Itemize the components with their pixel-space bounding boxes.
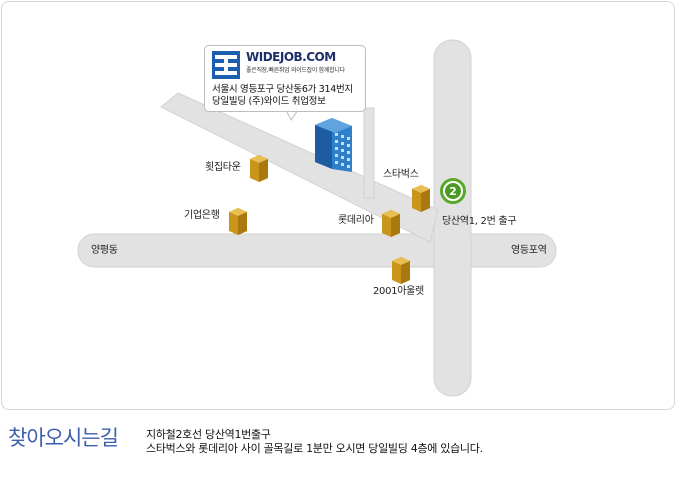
brand-tagline: 좋은직장,빠른취업 와이드잡이 함께합니다 bbox=[246, 67, 345, 74]
road-alley bbox=[363, 107, 375, 199]
station-line-number: 2 bbox=[449, 185, 457, 198]
address-line-2: 당일빌딩 (주)와이드 취업정보 bbox=[212, 96, 326, 107]
map-panel: 2 WIDEJOB.COM 좋은직장,빠른취업 와이드잡이 함께합니다 서울시 … bbox=[1, 1, 675, 410]
brand-name: WIDEJOB.COM bbox=[246, 50, 336, 64]
company-callout: WIDEJOB.COM 좋은직장,빠른취업 와이드잡이 함께합니다 서울시 영등… bbox=[204, 45, 366, 112]
building-icon bbox=[315, 118, 352, 172]
widejob-logo-icon bbox=[212, 51, 240, 79]
map-canvas: 2 bbox=[77, 39, 557, 397]
landmark-marker-icon bbox=[412, 185, 430, 212]
label-yeongdeungpo-station: 영등포역 bbox=[511, 245, 547, 256]
directions-title: 찾아오시는길 bbox=[8, 426, 119, 450]
landmark-marker-icon bbox=[250, 155, 268, 182]
road-horizontal bbox=[77, 233, 557, 268]
subway-line2-icon bbox=[440, 178, 466, 204]
label-ibk-bank: 기업은행 bbox=[184, 210, 220, 221]
directions-line-2: 스타벅스와 롯데리아 사이 골목길로 1분만 오시면 당일빌딩 4층에 있습니다… bbox=[146, 442, 483, 455]
address-line-1: 서울시 영등포구 당산동6가 314번지 bbox=[212, 84, 353, 95]
label-yangpyeong-dong: 양평동 bbox=[91, 245, 118, 256]
label-lotteria: 롯데리아 bbox=[338, 215, 374, 226]
label-hoetjip-town: 횟집타운 bbox=[205, 162, 241, 173]
landmark-marker-icon bbox=[392, 257, 410, 284]
road-diagonal bbox=[160, 92, 439, 243]
label-station-exit: 당산역1, 2번 출구 bbox=[442, 216, 517, 227]
landmark-marker-icon bbox=[382, 210, 400, 237]
label-starbucks: 스타벅스 bbox=[383, 169, 419, 180]
landmark-marker-icon bbox=[229, 208, 247, 235]
label-2001-outlet: 2001아울렛 bbox=[373, 286, 424, 297]
directions-line-1: 지하철2호선 당산역1번출구 bbox=[146, 428, 271, 441]
